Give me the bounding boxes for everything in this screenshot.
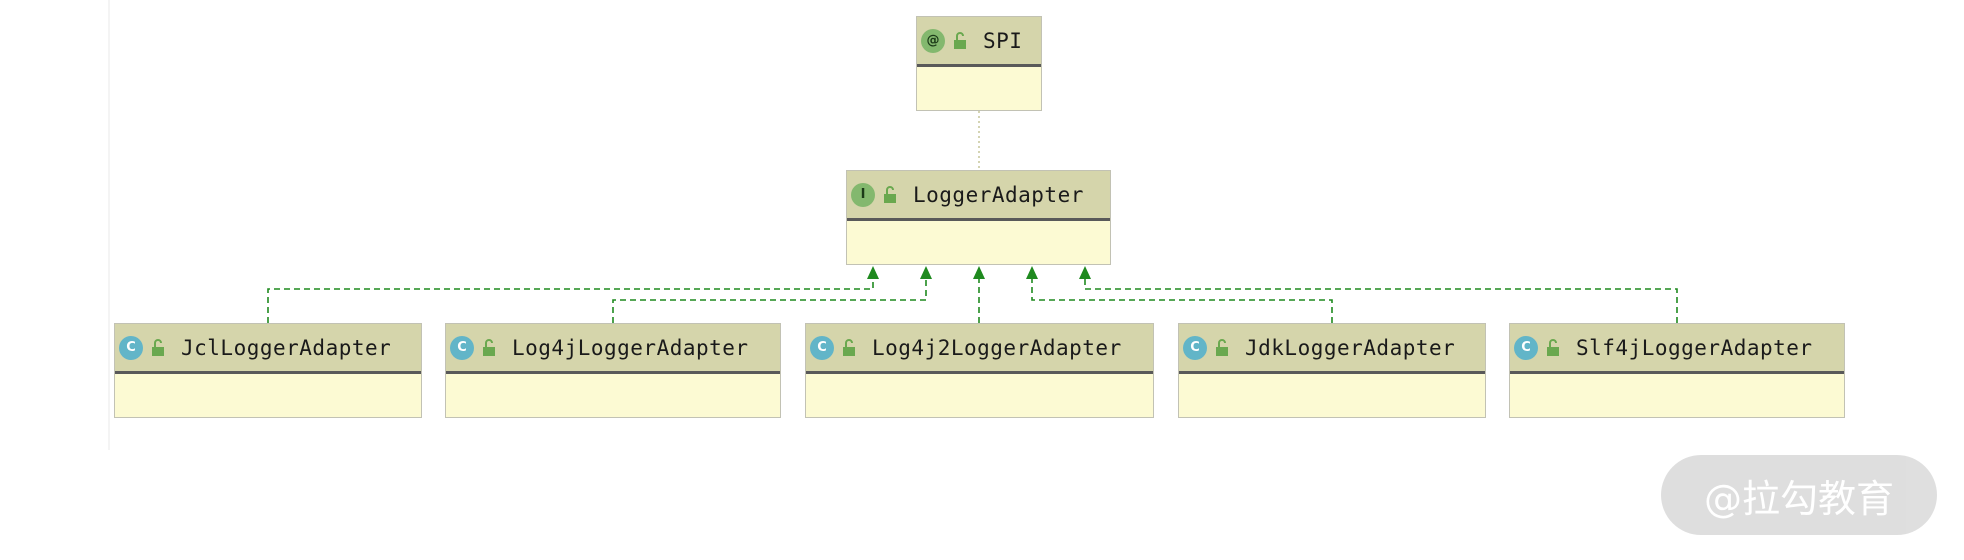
watermark-badge: @拉勾教育: [1661, 455, 1937, 535]
implements-edge-4: [1031, 278, 1333, 323]
class-icon: C: [810, 335, 834, 360]
implements-edge-1: [267, 278, 874, 323]
node-header: C Log4j2LoggerAdapter: [806, 324, 1153, 374]
class-node-log4j2-logger-adapter[interactable]: C Log4j2LoggerAdapter: [805, 323, 1154, 418]
interface-node-logger-adapter[interactable]: I LoggerAdapter: [846, 170, 1111, 265]
unlocked-padlock-icon: [1216, 338, 1228, 356]
node-name: LoggerAdapter: [913, 182, 1084, 207]
node-name: JclLoggerAdapter: [181, 335, 392, 360]
annotation-node-spi[interactable]: @ SPI: [916, 16, 1042, 111]
unlocked-padlock-icon: [843, 338, 855, 356]
node-name: Log4j2LoggerAdapter: [872, 335, 1122, 360]
unlocked-padlock-icon: [152, 338, 164, 356]
implements-arrowhead-2: [920, 266, 932, 279]
node-header: I LoggerAdapter: [847, 171, 1110, 221]
node-header: C JdkLoggerAdapter: [1179, 324, 1485, 374]
unlocked-padlock-icon: [954, 31, 966, 49]
node-name: JdkLoggerAdapter: [1245, 335, 1456, 360]
class-node-log4j-logger-adapter[interactable]: C Log4jLoggerAdapter: [445, 323, 781, 418]
unlocked-padlock-icon: [884, 185, 896, 203]
watermark-text: @拉勾教育: [1703, 476, 1894, 521]
class-node-jcl-logger-adapter[interactable]: C JclLoggerAdapter: [114, 323, 422, 418]
node-header: C Slf4jLoggerAdapter: [1510, 324, 1844, 374]
class-node-jdk-logger-adapter[interactable]: C JdkLoggerAdapter: [1178, 323, 1486, 418]
unlocked-padlock-icon: [1547, 338, 1559, 356]
implements-edge-2: [612, 278, 927, 323]
unlocked-padlock-icon: [483, 338, 495, 356]
node-name: Log4jLoggerAdapter: [512, 335, 749, 360]
implements-arrowhead-5: [1079, 266, 1091, 279]
class-icon: C: [119, 335, 143, 360]
canvas-left-border: [108, 0, 110, 450]
class-icon: C: [1183, 335, 1207, 360]
node-header: @ SPI: [917, 17, 1041, 67]
implements-arrowhead-3: [973, 266, 985, 279]
implements-arrowhead-4: [1026, 266, 1038, 279]
node-header: C JclLoggerAdapter: [115, 324, 421, 374]
node-name: Slf4jLoggerAdapter: [1576, 335, 1813, 360]
implements-edge-5: [1084, 278, 1678, 323]
node-name: SPI: [983, 28, 1023, 53]
class-icon: C: [450, 335, 474, 360]
interface-icon: I: [851, 182, 875, 207]
node-header: C Log4jLoggerAdapter: [446, 324, 780, 374]
annotation-icon: @: [921, 28, 945, 53]
implements-arrowhead-1: [867, 266, 879, 279]
class-icon: C: [1514, 335, 1538, 360]
class-node-slf4j-logger-adapter[interactable]: C Slf4jLoggerAdapter: [1509, 323, 1845, 418]
